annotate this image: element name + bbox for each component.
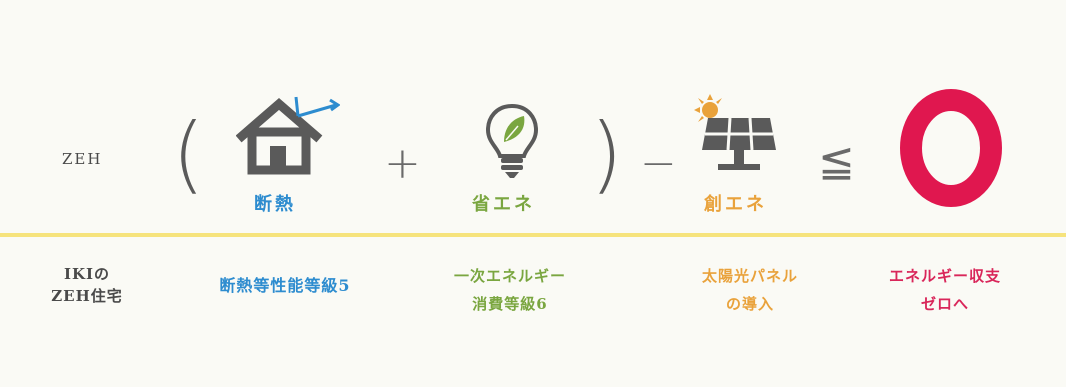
energy-balance-line: エネルギー収支 xyxy=(888,267,1001,285)
solar-panel-caption: 太陽光パネル の導入 xyxy=(680,262,820,318)
solar-panel-icon xyxy=(694,94,776,170)
iki-zeh-caption: IKIの ZEH住宅 xyxy=(42,263,132,307)
energy-creation-label: 創エネ xyxy=(704,194,767,215)
insulation-grade-caption: 断熱等性能等級5 xyxy=(190,272,380,300)
energy-balance-zero-caption: エネルギー収支 ゼロへ xyxy=(870,262,1020,318)
solar-panel-line: 太陽光パネル xyxy=(701,267,798,285)
zeh-label: ZEH xyxy=(62,150,103,168)
divider-line xyxy=(0,233,1066,237)
iki-line: IKIの xyxy=(63,265,111,283)
plus-sign: + xyxy=(384,138,421,189)
energy-saving-grade-caption: 一次エネルギー 消費等級6 xyxy=(430,262,590,318)
zeh-house-line: ZEH住宅 xyxy=(51,287,123,305)
house-icon xyxy=(236,96,340,175)
open-parenthesis: ( xyxy=(172,105,205,203)
close-parenthesis: ) xyxy=(590,105,623,203)
lightbulb-leaf-icon xyxy=(485,103,539,178)
primary-energy-line: 一次エネルギー xyxy=(453,267,566,285)
introduction-line: の導入 xyxy=(725,295,774,313)
consumption-grade-line: 消費等級6 xyxy=(472,295,548,313)
toward-zero-line: ゼロへ xyxy=(920,295,969,313)
minus-sign: − xyxy=(640,138,677,189)
less-than-or-equal-sign: ≦ xyxy=(818,136,855,187)
zero-result xyxy=(900,89,1002,207)
energy-saving-label: 省エネ xyxy=(472,194,535,215)
insulation-label: 断熱 xyxy=(254,194,296,215)
insulation-grade-text: 断熱等性能等級5 xyxy=(219,276,351,295)
